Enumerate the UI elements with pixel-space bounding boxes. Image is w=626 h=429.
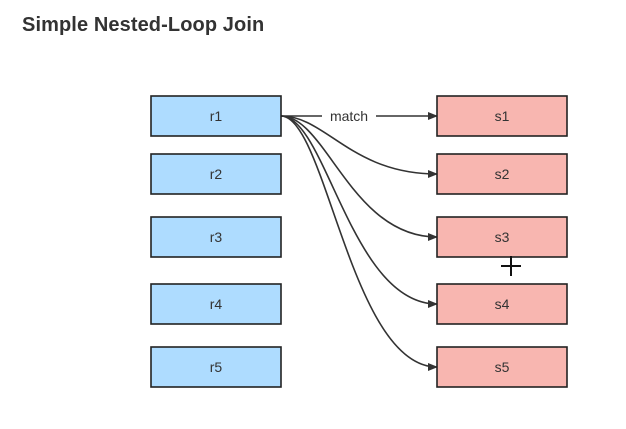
edge-r1-s2 (280, 115, 438, 178)
node-label-s1: s1 (495, 108, 510, 124)
edge-label-r1-s1: match (330, 108, 368, 124)
node-r4: r4 (150, 283, 282, 325)
edge-r1-s5 (280, 115, 438, 371)
node-label-r3: r3 (210, 229, 223, 245)
node-box-s5 (436, 346, 568, 388)
edge-label-bg (322, 106, 376, 124)
node-s3: s3 (436, 216, 568, 258)
node-s1: s1 (436, 95, 568, 137)
node-label-r2: r2 (210, 166, 223, 182)
node-box-r1 (150, 95, 282, 137)
node-s5: s5 (436, 346, 568, 388)
node-box-s4 (436, 283, 568, 325)
node-box-r2 (150, 153, 282, 195)
node-box-r5 (150, 346, 282, 388)
node-label-r4: r4 (210, 296, 223, 312)
node-r5: r5 (150, 346, 282, 388)
node-label-r5: r5 (210, 359, 223, 375)
node-box-s1 (436, 95, 568, 137)
node-r2: r2 (150, 153, 282, 195)
node-label-s5: s5 (495, 359, 510, 375)
node-s4: s4 (436, 283, 568, 325)
crosshair-cursor-icon (501, 256, 521, 276)
node-label-s4: s4 (495, 296, 510, 312)
node-box-s2 (436, 153, 568, 195)
node-box-r4 (150, 283, 282, 325)
node-label-s3: s3 (495, 229, 510, 245)
node-box-s3 (436, 216, 568, 258)
node-r1: r1 (150, 95, 282, 137)
node-box-r3 (150, 216, 282, 258)
nodes-layer: r1 r2 r3 r4 r5 s1 s2 s3 s4 s5 (150, 95, 568, 388)
edge-r1-s4 (280, 115, 438, 308)
node-label-r1: r1 (210, 108, 223, 124)
node-r3: r3 (150, 216, 282, 258)
node-s2: s2 (436, 153, 568, 195)
page-title: Simple Nested-Loop Join (22, 14, 265, 36)
node-label-s2: s2 (495, 166, 510, 182)
edges-layer: match (280, 106, 438, 371)
edge-r1-s3 (280, 115, 438, 241)
